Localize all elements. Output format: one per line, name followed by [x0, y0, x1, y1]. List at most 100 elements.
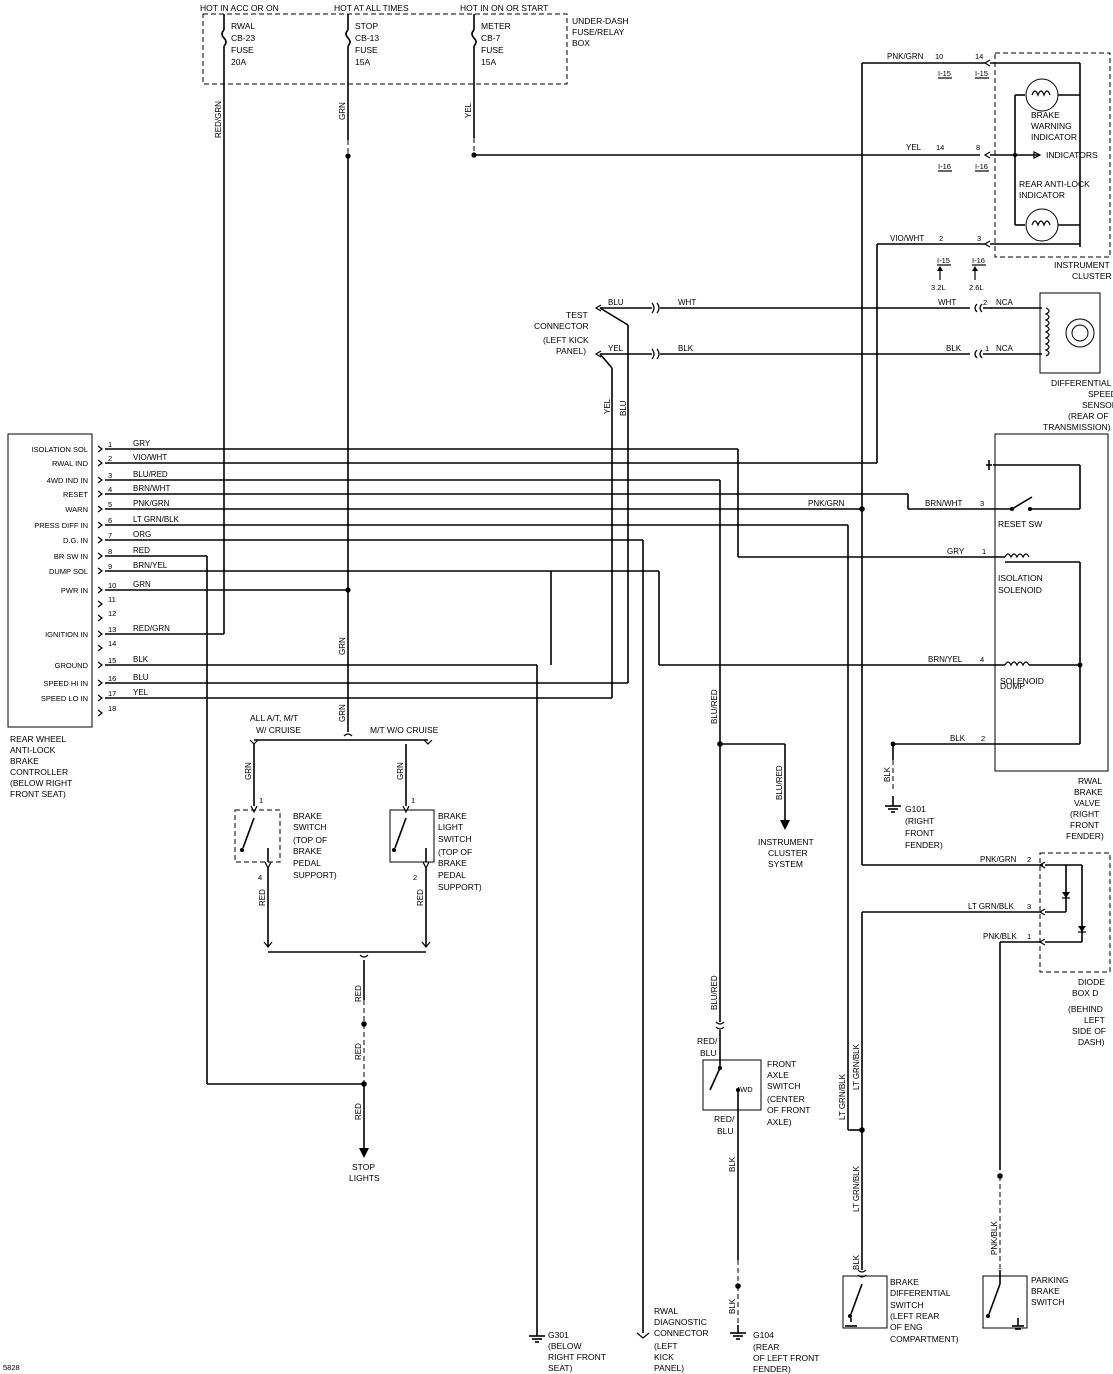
rear-antilock-bulb — [1025, 208, 1080, 242]
controller-pin-number: 11 — [108, 595, 116, 604]
controller-pin-name: PWR IN — [61, 586, 88, 595]
controller-wires — [105, 63, 1043, 1333]
controller-pin-number: 2 — [108, 454, 112, 463]
cluster-pin-14a: 14 — [975, 52, 983, 61]
instrument-cluster-caption-2: CLUSTER — [1072, 271, 1112, 281]
wire-label-pnk-blk-park: PNK/BLK — [990, 1221, 999, 1255]
wire-label-vio-wht: VIO/WHT — [890, 234, 924, 243]
reset-switch — [1010, 496, 1033, 511]
g104-label-2: (REAR — [753, 1342, 779, 1352]
rear-antilock-label-2: INDICATOR — [1019, 190, 1065, 200]
sensor-caption-1: DIFFERENTIAL — [1051, 378, 1112, 388]
diode-box: PNK/GRN 2 LT GRN/BLK 3 PNK/BLK 1 DIODE B… — [862, 852, 1111, 1047]
controller-pin-name: DUMP SOL — [49, 567, 88, 576]
wire-label-blk-g101: BLK — [883, 766, 892, 782]
cluster-pin-14b: 14 — [936, 143, 944, 152]
controller-pin-terminal — [97, 586, 103, 594]
valve-pin-2: 2 — [981, 734, 985, 743]
wire-label-blk-1: BLK — [678, 344, 694, 353]
controller-wire-color: RED — [133, 546, 150, 555]
brake-sw-label-1: BRAKE — [293, 811, 322, 821]
brake-sw-label-4: BRAKE — [293, 846, 322, 856]
controller-pin-number: 6 — [108, 516, 112, 525]
g101-label-3: FRONT — [905, 828, 934, 838]
wire-label-red-blsw: RED — [416, 889, 425, 906]
controller-pin-number: 3 — [108, 471, 112, 480]
g104-ground — [730, 1325, 746, 1340]
conn-i15-a: I-15 — [938, 69, 951, 78]
wire-label-yel-v: YEL — [603, 398, 612, 414]
brake-light-sw-label-7: SUPPORT) — [438, 882, 482, 892]
controller-pin-number: 18 — [108, 704, 116, 713]
controller-pin-terminal — [97, 694, 103, 702]
stop-lights-label-2: LIGHTS — [349, 1173, 380, 1183]
brake-warning-label-3: INDICATOR — [1031, 132, 1077, 142]
wire-label-pnk-blk-diode: PNK/BLK — [983, 932, 1017, 941]
brake-light-sw-label-3: SWITCH — [438, 834, 472, 844]
fuse-rwal: RWAL CB-23 FUSE 20A — [221, 14, 255, 84]
speed-sensor — [1039, 292, 1101, 374]
wire-label-pnk-grn-top: PNK/GRN — [887, 52, 924, 61]
cluster-pin-3: 3 — [977, 234, 981, 243]
controller-pin-number: 5 — [108, 500, 112, 509]
diode-pin-1: 1 — [1027, 932, 1031, 941]
nca-label-2: NCA — [996, 344, 1014, 353]
controller-wire-color: GRY — [133, 439, 151, 448]
wire-label-red-stop1: RED — [354, 985, 363, 1002]
wire-label-blu-v: BLU — [619, 400, 628, 416]
controller-pin-terminal — [97, 614, 103, 622]
brake-warning-label-1: BRAKE — [1031, 110, 1060, 120]
controller-pin-number: 4 — [108, 485, 112, 494]
wire-label-blu-tc: BLU — [608, 298, 624, 307]
brake-sw-pin-4: 4 — [258, 873, 262, 882]
brake-diff-label-6: COMPARTMENT) — [890, 1334, 959, 1344]
parking-label-3: SWITCH — [1031, 1297, 1065, 1307]
parking-brake-switch — [982, 1270, 1028, 1330]
rwal-diag-label-4: (LEFT — [654, 1341, 678, 1351]
sensor-pin-1: 1 — [985, 344, 989, 353]
brake-light-sw-label-2: LIGHT — [438, 822, 463, 832]
g104-label-1: G104 — [753, 1330, 774, 1340]
controller-wire-color: BLU — [133, 673, 149, 682]
front-axle-switch: 4WD — [702, 1059, 762, 1111]
brake-switch: 1 4 — [234, 796, 281, 882]
controller-caption-3: BRAKE — [10, 756, 39, 766]
wire-label-ltgrn-1: LT GRN/BLK — [838, 1073, 847, 1120]
cluster-pin-8: 8 — [976, 143, 980, 152]
controller-wire-color: BLU/RED — [133, 470, 168, 479]
cruise-left-label-2: W/ CRUISE — [256, 725, 301, 735]
valve-caption-3: VALVE — [1074, 798, 1100, 808]
controller-pin-number: 10 — [108, 581, 116, 590]
g301-label-1: G301 — [548, 1330, 569, 1340]
fuse-2-line3: FUSE — [355, 45, 378, 55]
valve-caption-4: (RIGHT — [1070, 809, 1099, 819]
nca-label-1: NCA — [996, 298, 1014, 307]
engine-26-label: 2.6L — [969, 283, 984, 292]
wire-label-red-grn: RED/GRN — [214, 101, 223, 138]
brake-light-sw-pin-1: 1 — [411, 796, 415, 805]
conn-i16-b: I-16 — [975, 162, 988, 171]
fuse-box-label-1: UNDER-DASH — [572, 16, 629, 26]
fuse-2-line4: 15A — [355, 57, 370, 67]
brake-light-sw-pin-2: 2 — [413, 873, 417, 882]
cluster-pin-markers — [983, 59, 991, 248]
bottom-grounds: G301 (BELOW RIGHT FRONT SEAT) RWAL DIAGN… — [529, 1306, 709, 1373]
brake-differential-switch — [842, 1275, 888, 1329]
controller-pin-terminal — [97, 490, 103, 498]
controller-pin-name: PRESS DIFF IN — [34, 521, 88, 530]
red-blu-top-2: BLU — [700, 1048, 717, 1058]
controller-pin-number: 1 — [108, 440, 112, 449]
conn-i15-c: I-15 — [937, 256, 950, 265]
brake-sw-pin-1: 1 — [259, 796, 263, 805]
wire-label-wht-1: WHT — [678, 298, 696, 307]
conn-i16-a: I-16 — [938, 162, 951, 171]
brake-light-switch: 1 2 — [389, 796, 435, 882]
diode-caption-5: SIDE OF — [1072, 1026, 1106, 1036]
rwal-diag-label-5: KICK — [654, 1352, 674, 1362]
fuse-meter: METER CB-7 FUSE 15A — [471, 14, 511, 84]
rwal-diag-label-6: PANEL) — [654, 1363, 684, 1373]
wire-label-grn-bsw: GRN — [244, 762, 253, 780]
g301-label-4: SEAT) — [548, 1363, 573, 1373]
controller-wire-color: ORG — [133, 530, 151, 539]
